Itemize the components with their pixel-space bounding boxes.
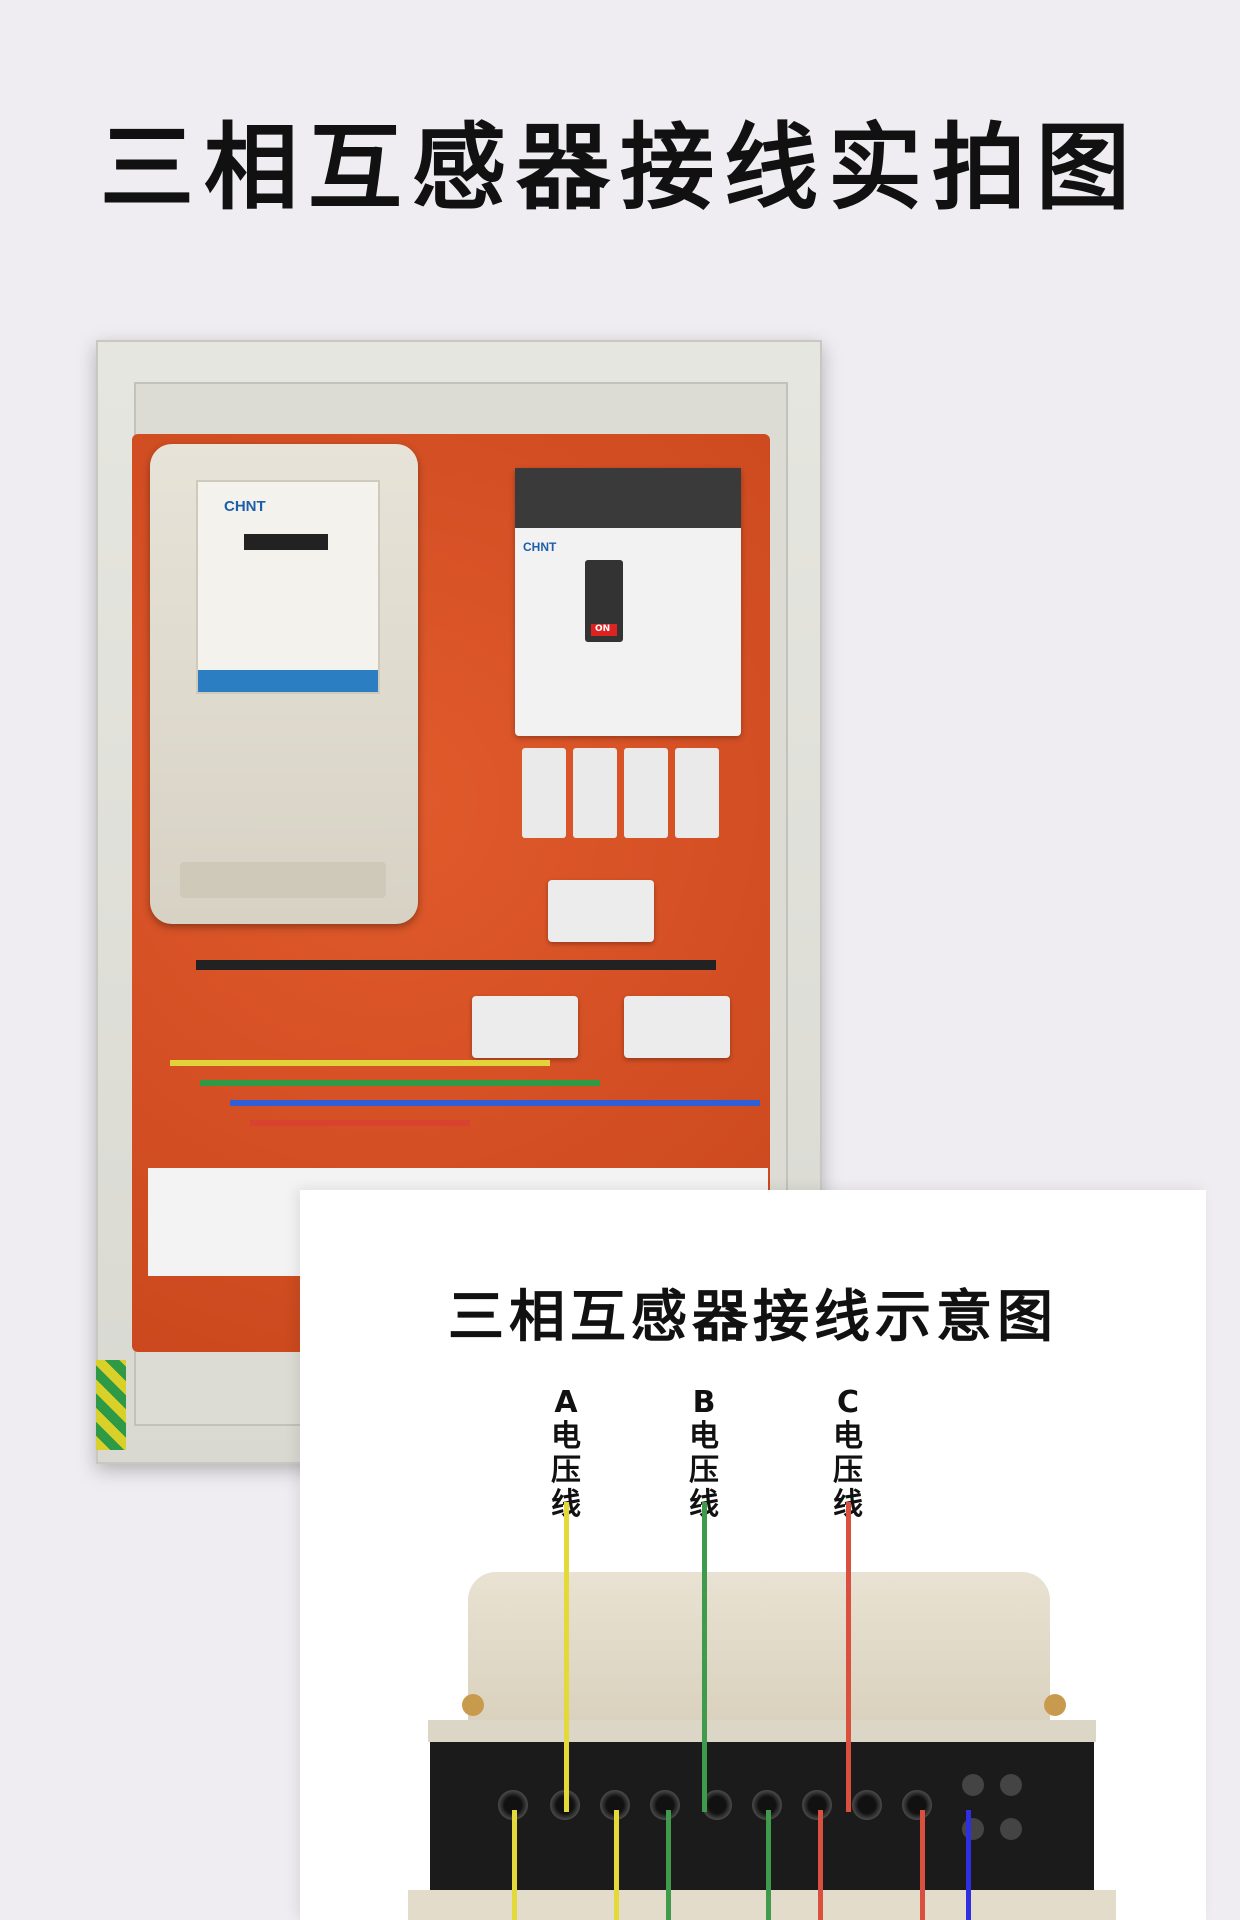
black-signal-wire-bundle	[196, 960, 716, 970]
meter-terminal-cover	[180, 862, 386, 898]
ground-wire	[96, 1360, 126, 1450]
terminal-hole-7	[802, 1790, 832, 1820]
current-transformer-b	[548, 880, 654, 942]
mount-bolt-right	[1044, 1694, 1066, 1716]
phase-c-voltage-wire	[846, 1502, 851, 1812]
diagram-meter-body	[468, 1572, 1050, 1730]
wiring-diagram-card: 三相互感器接线示意图 A 电 压 线 B 电 压 线 C 电 压 线	[300, 1190, 1206, 1920]
meter-face: CHNT	[196, 480, 380, 694]
current-transformer-c	[624, 996, 730, 1058]
bottom-wire-6	[920, 1810, 925, 1920]
meter-label-band	[198, 670, 378, 692]
phase-a-voltage-wire	[564, 1502, 569, 1812]
diagram-meter-base	[408, 1890, 1116, 1920]
terminal-hole-5	[702, 1790, 732, 1820]
meter-counter	[244, 534, 328, 550]
bottom-wire-4	[766, 1810, 771, 1920]
bottom-wire-7	[966, 1810, 971, 1920]
bottom-wire-3	[666, 1810, 671, 1920]
current-transformer-a	[472, 996, 578, 1058]
meter-brand-logo: CHNT	[224, 498, 266, 515]
bottom-wire-5	[818, 1810, 823, 1920]
bottom-wire-2	[614, 1810, 619, 1920]
diagram-terminal-block	[430, 1742, 1094, 1898]
breaker-on-indicator	[591, 624, 617, 636]
green-wire	[200, 1080, 600, 1086]
page-title: 三相互感器接线实拍图	[99, 114, 1140, 223]
red-wire	[250, 1120, 470, 1126]
terminal-hole-aux-1	[962, 1774, 984, 1796]
breaker-brand-logo: CHNT	[523, 540, 557, 554]
terminal-hole-aux-2	[1000, 1774, 1022, 1796]
bottom-wire-1	[512, 1810, 517, 1920]
terminal-hole-aux-4	[1000, 1818, 1022, 1840]
blue-wire	[230, 1100, 760, 1106]
yellow-wire	[170, 1060, 550, 1066]
breaker-output-lugs	[522, 748, 734, 838]
terminal-hole-9	[902, 1790, 932, 1820]
terminal-hole-8	[852, 1790, 882, 1820]
main-breaker: CHNT ON	[515, 468, 741, 736]
breaker-state-label: ON	[595, 624, 611, 634]
terminal-hole-4	[650, 1790, 680, 1820]
energy-meter: CHNT	[150, 444, 418, 924]
phase-c-label: C 电 压 线	[833, 1385, 863, 1522]
mount-bolt-left	[462, 1694, 484, 1716]
breaker-terminals-top	[515, 468, 741, 528]
diagram-title: 三相互感器接线示意图	[448, 1285, 1058, 1350]
phase-b-voltage-wire	[702, 1502, 707, 1812]
diagram-meter-rail	[428, 1720, 1096, 1742]
